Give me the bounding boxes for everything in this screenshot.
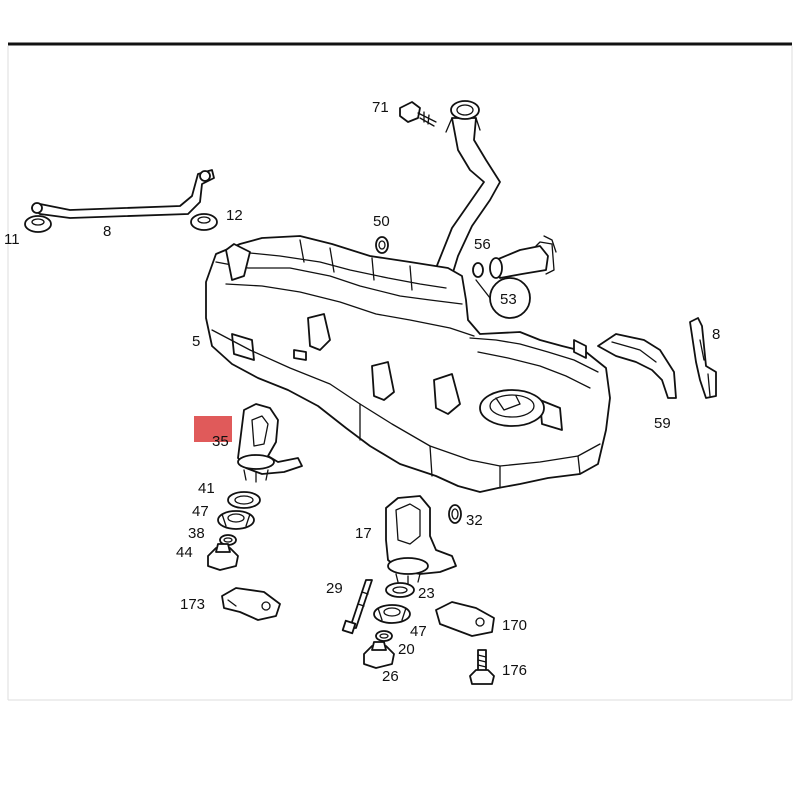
label-32: 32 xyxy=(466,512,483,529)
label-20: 20 xyxy=(398,641,415,658)
heat-shield-59[interactable] xyxy=(597,333,677,399)
label-38: 38 xyxy=(188,525,205,542)
label-59: 59 xyxy=(654,415,671,432)
ring-23[interactable] xyxy=(385,582,415,598)
label-23: 23 xyxy=(418,585,435,602)
seal-32[interactable] xyxy=(448,504,462,524)
nut-44[interactable] xyxy=(207,543,239,571)
label-47-left: 47 xyxy=(192,503,209,520)
strap-assembly[interactable] xyxy=(24,169,218,233)
ring-47-right[interactable] xyxy=(373,604,411,624)
filler-neck[interactable] xyxy=(431,100,501,283)
rod-29[interactable] xyxy=(341,579,373,635)
label-5: 5 xyxy=(192,333,200,350)
bracket-8-right[interactable] xyxy=(689,317,717,399)
label-29: 29 xyxy=(326,580,343,597)
valve-56[interactable] xyxy=(472,235,557,279)
label-12: 12 xyxy=(226,207,243,224)
shield-170[interactable] xyxy=(435,601,495,637)
label-8-strap: 8 xyxy=(103,223,111,240)
label-176: 176 xyxy=(502,662,527,679)
label-35: 35 xyxy=(212,433,229,450)
label-173: 173 xyxy=(180,596,205,613)
cap-53[interactable] xyxy=(475,277,531,319)
ring-47-left[interactable] xyxy=(217,510,255,530)
highlight-marker xyxy=(194,416,232,442)
bolt-176[interactable] xyxy=(469,649,495,685)
nut-26[interactable] xyxy=(363,641,395,669)
label-50: 50 xyxy=(373,213,390,230)
label-8-right: 8 xyxy=(712,326,720,343)
sender-unit-35[interactable] xyxy=(237,403,303,483)
bolt-71[interactable] xyxy=(399,101,437,127)
label-47-right: 47 xyxy=(410,623,427,640)
washer-20[interactable] xyxy=(375,630,393,642)
label-53: 53 xyxy=(500,291,517,308)
label-56: 56 xyxy=(474,236,491,253)
label-17: 17 xyxy=(355,525,372,542)
pump-unit-17[interactable] xyxy=(385,495,457,585)
label-44: 44 xyxy=(176,544,193,561)
shield-173[interactable] xyxy=(221,587,281,621)
label-11: 11 xyxy=(4,231,20,248)
label-41: 41 xyxy=(198,480,215,497)
o-ring-50[interactable] xyxy=(375,236,389,254)
label-26: 26 xyxy=(382,668,399,685)
label-71: 71 xyxy=(372,99,389,116)
fuel-tank[interactable] xyxy=(205,235,611,493)
seal-41[interactable] xyxy=(227,491,261,509)
label-170: 170 xyxy=(502,617,527,634)
